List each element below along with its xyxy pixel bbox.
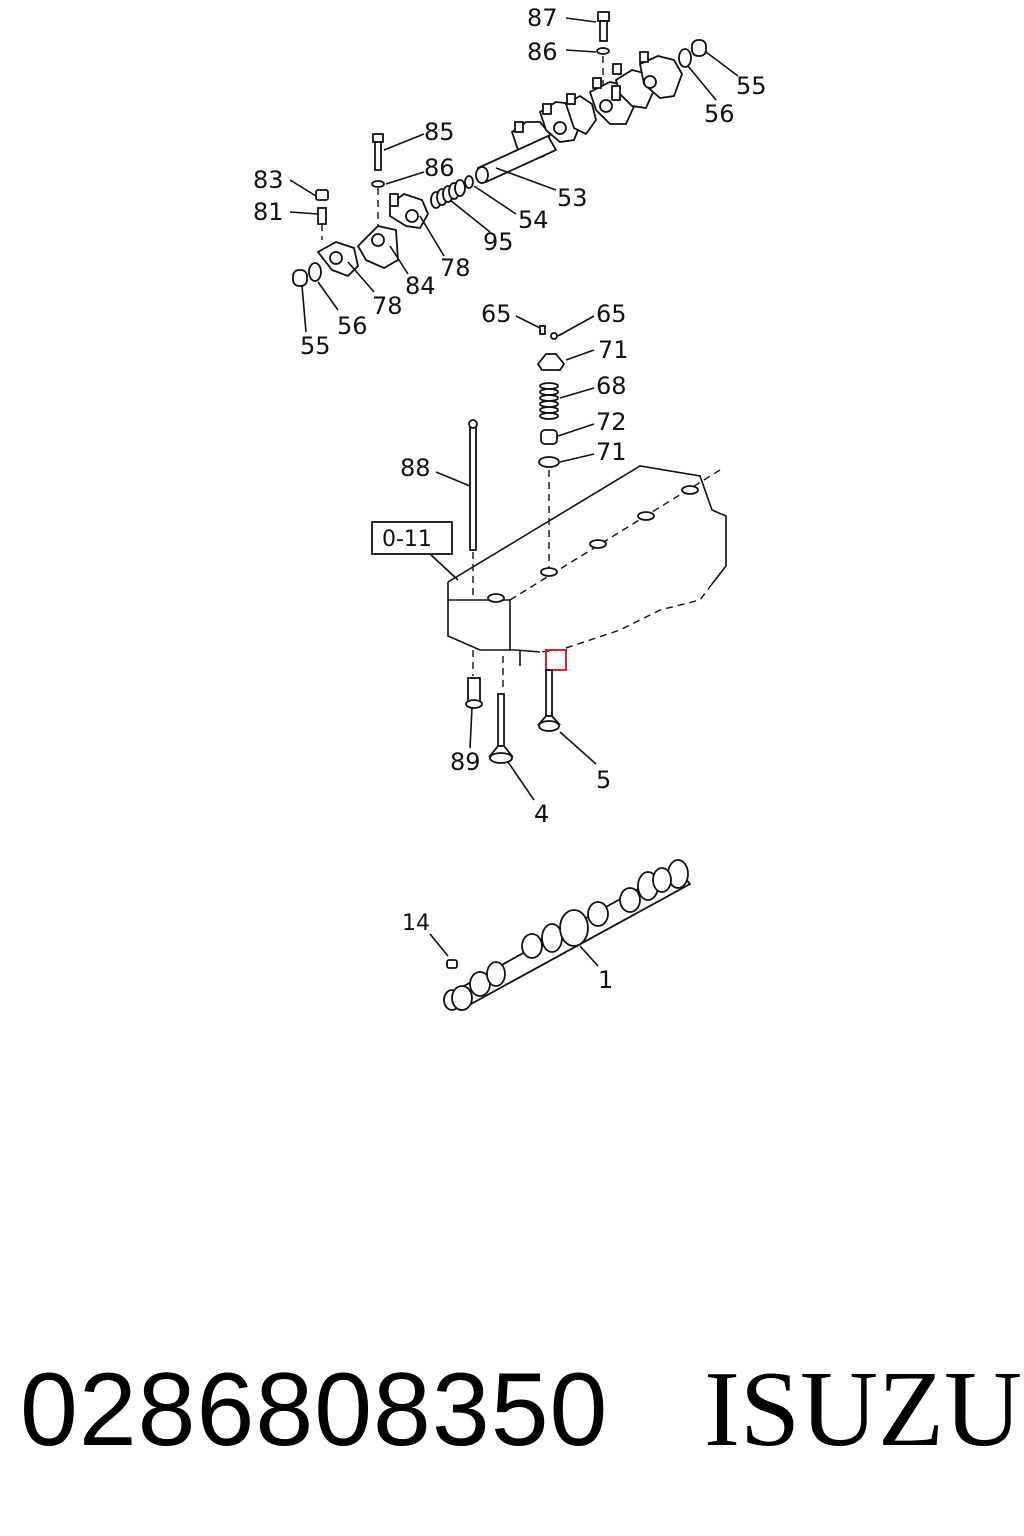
callout-53: 53 — [557, 184, 588, 212]
callout-87: 87 — [527, 4, 558, 32]
collet-65-left — [539, 325, 546, 335]
seal-72 — [540, 429, 558, 445]
callout-68: 68 — [596, 372, 627, 400]
callout-95: 95 — [483, 228, 514, 256]
rocker-shaft-assembly — [292, 11, 707, 287]
callout-86: 86 — [527, 38, 558, 66]
callout-1: 1 — [598, 966, 613, 994]
callout-71-lower: 71 — [596, 438, 627, 466]
nut-83 — [315, 189, 329, 201]
cylinder-head — [447, 465, 727, 690]
intake-valve-4 — [488, 693, 514, 764]
callout-56-lower: 56 — [337, 312, 368, 340]
footer: 0286808350 ISUZU — [0, 1350, 1024, 1470]
callout-65-left: 65 — [481, 300, 512, 328]
callout-89: 89 — [450, 748, 481, 776]
callout-83: 83 — [253, 166, 284, 194]
bolt-85 — [372, 133, 384, 171]
callout-55: 55 — [736, 72, 767, 100]
push-rod-88 — [468, 419, 478, 598]
ring-56-lower — [308, 262, 322, 282]
callout-5: 5 — [596, 766, 611, 794]
collet-65-right — [550, 332, 558, 340]
callout-85: 85 — [424, 118, 455, 146]
valve-guide-89 — [465, 677, 483, 709]
ring-56 — [678, 48, 692, 68]
brand-name: ISUZU — [704, 1350, 1022, 1469]
leader-lines — [289, 17, 739, 967]
callout-72: 72 — [596, 408, 627, 436]
callout-14: 14 — [402, 911, 430, 936]
callout-71-upper: 71 — [598, 336, 629, 364]
callout-55-lower: 55 — [300, 332, 331, 360]
screw-81 — [317, 207, 327, 225]
callout-56: 56 — [704, 100, 735, 128]
washer-71 — [538, 456, 560, 468]
key-14 — [446, 959, 458, 969]
bushing-55-lower — [292, 269, 308, 287]
valve-spring-stack — [536, 325, 566, 568]
callout-4: 4 — [534, 800, 549, 828]
bracket-84 — [356, 225, 399, 270]
bolt-87 — [597, 11, 610, 42]
camshaft-1 — [443, 859, 692, 1012]
part-number: 0286808350 — [20, 1352, 609, 1468]
callout-81: 81 — [253, 198, 284, 226]
exhaust-valve-5 — [537, 669, 561, 732]
bushing-55 — [691, 39, 707, 57]
spring-95 — [430, 179, 466, 209]
callout-78-lower: 78 — [372, 292, 403, 320]
callout-65-right: 65 — [596, 300, 627, 328]
reference-label: 0-11 — [382, 527, 432, 552]
washer-86-lower — [371, 180, 385, 188]
washer-86 — [596, 47, 610, 55]
callout-labels: 87 86 55 56 85 86 83 81 95 54 53 78 84 7… — [253, 4, 767, 994]
callout-88: 88 — [400, 454, 431, 482]
callout-86-lower: 86 — [424, 154, 455, 182]
exploded-parts-diagram: 0-11 — [253, 4, 767, 1012]
callout-54: 54 — [518, 206, 549, 234]
ring-54 — [464, 175, 474, 189]
rocker-arms — [510, 51, 683, 161]
retainer-71 — [536, 353, 566, 371]
highlight-box — [545, 649, 567, 671]
valve-spring-68 — [539, 382, 559, 420]
callout-78-upper: 78 — [440, 254, 471, 282]
reference-box: 0-11 — [371, 521, 459, 581]
callout-84: 84 — [405, 272, 436, 300]
